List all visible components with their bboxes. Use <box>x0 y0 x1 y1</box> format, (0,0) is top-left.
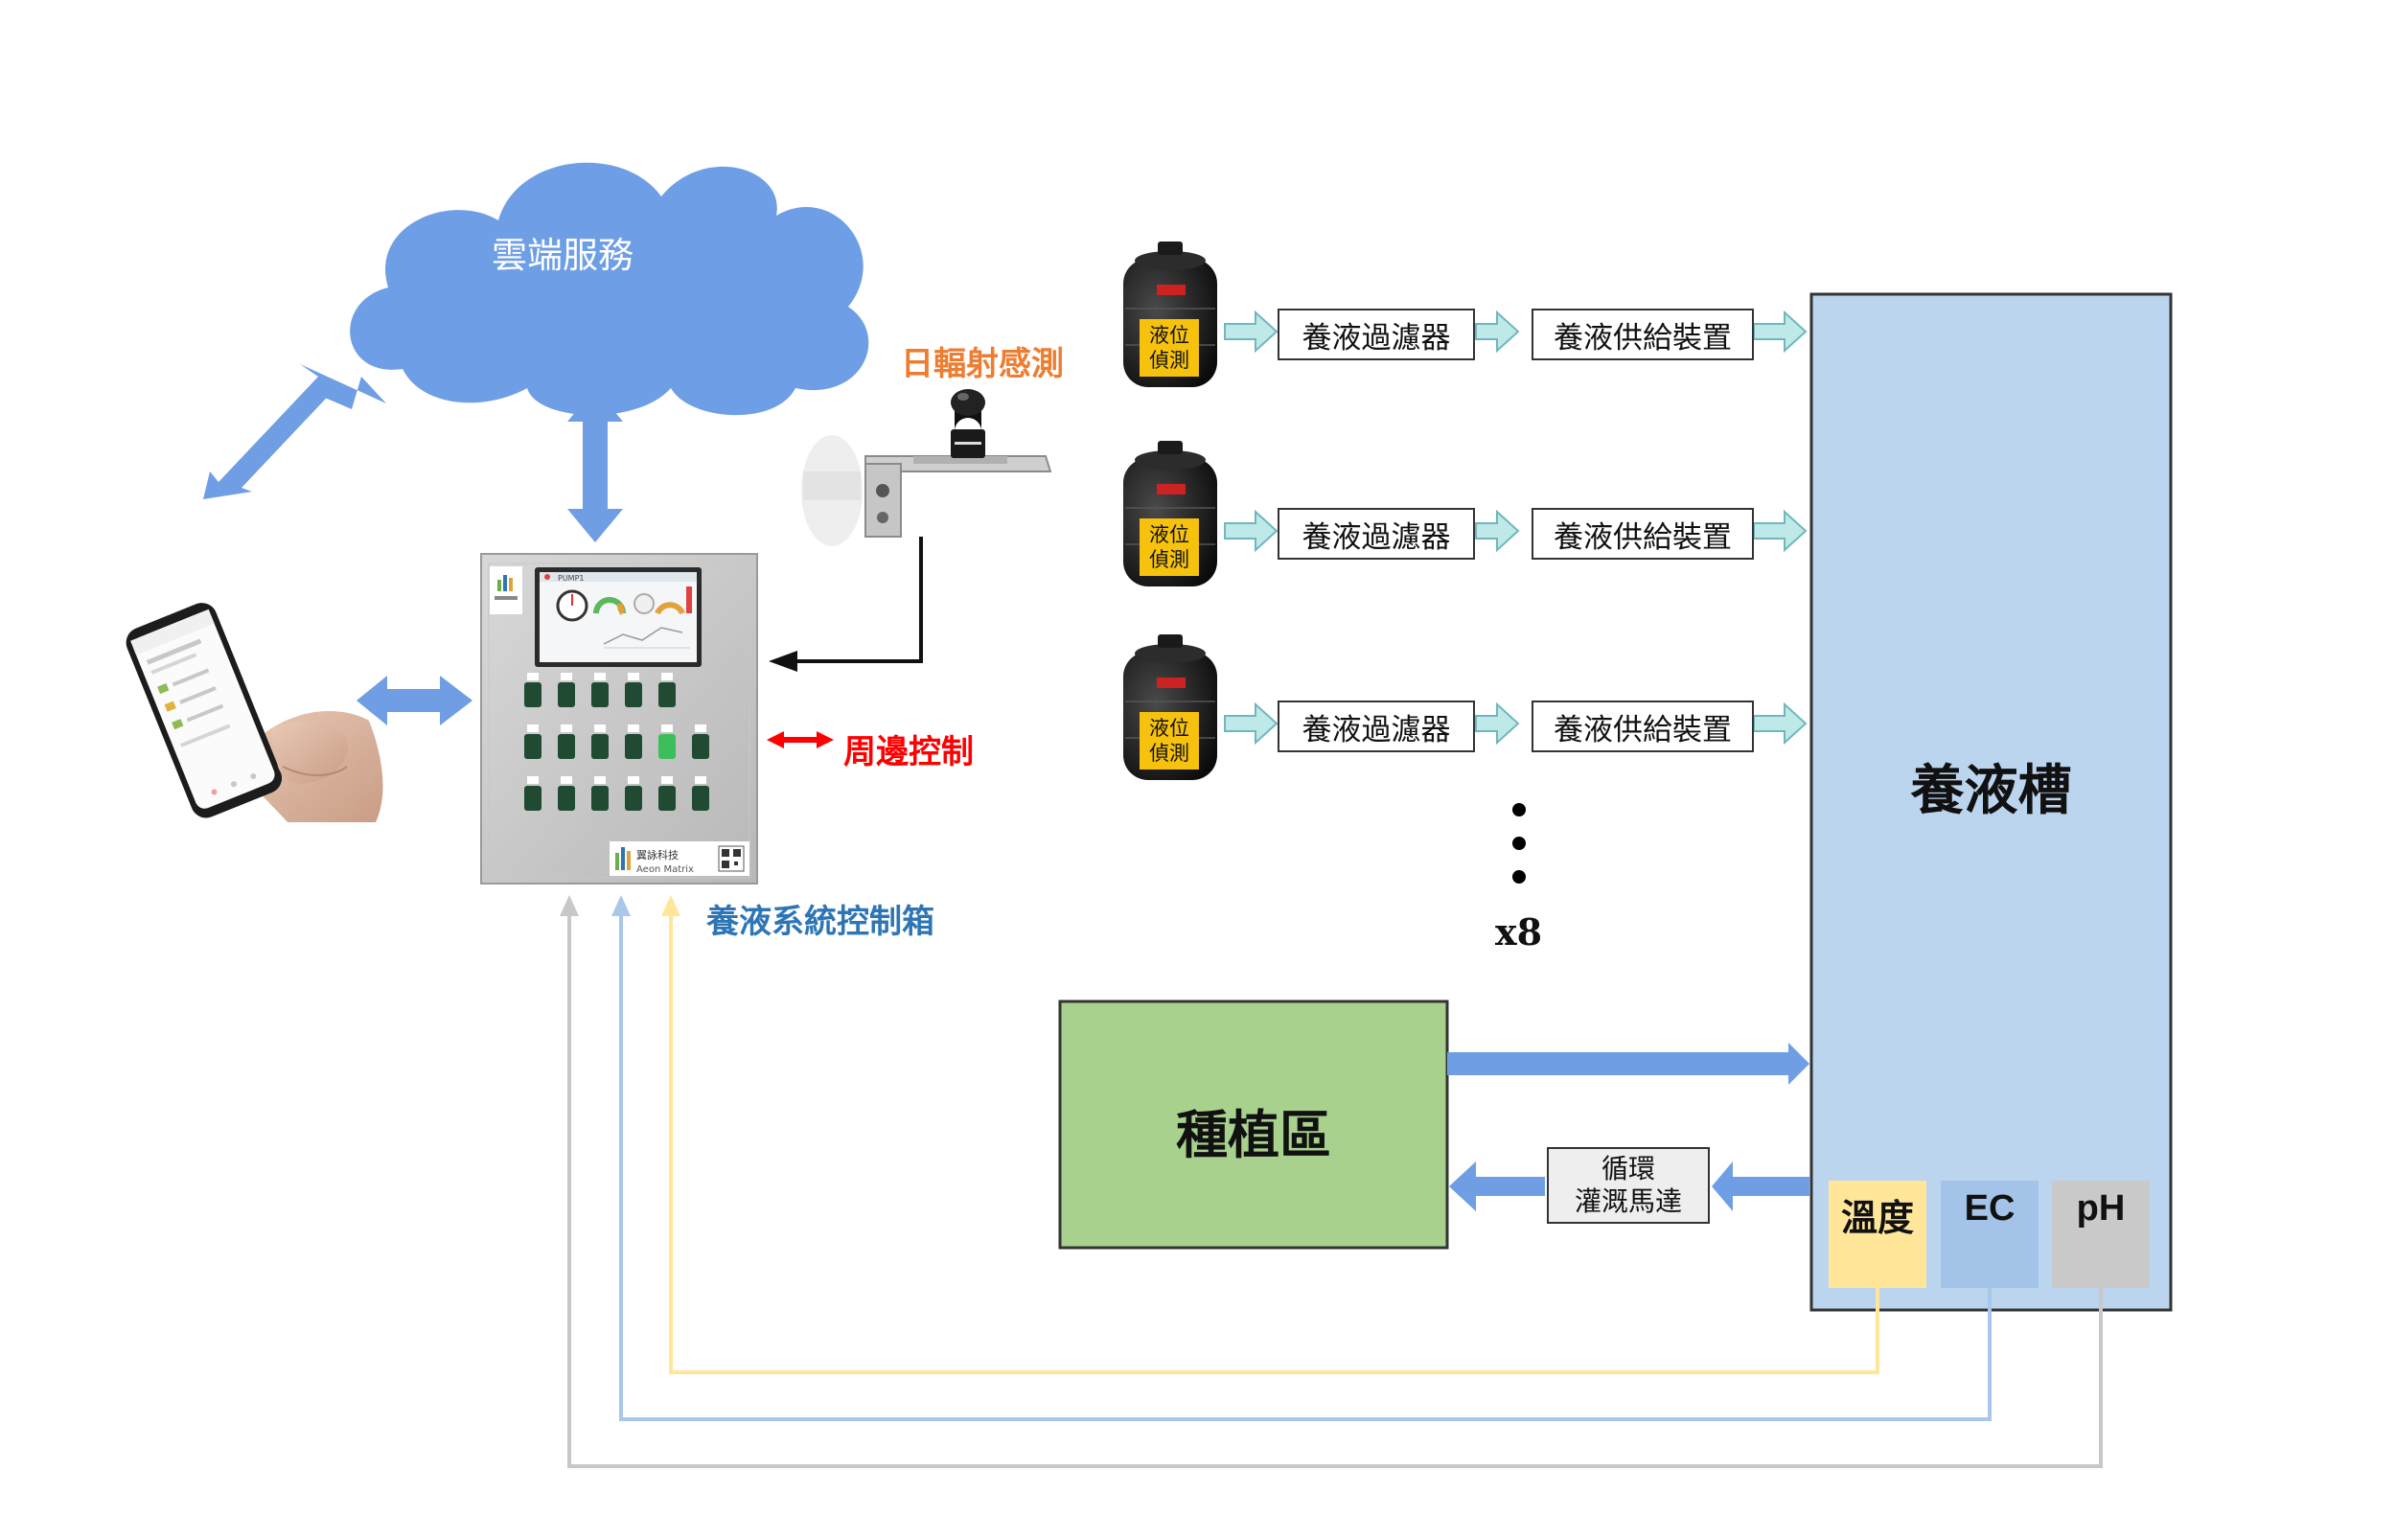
smartphone-hand-icon <box>126 603 383 822</box>
repeat-count-label: x8 <box>1495 910 1543 954</box>
flow-arrows-row-2 <box>1224 509 1808 553</box>
tank-to-pump-arrow <box>1712 1161 1809 1211</box>
ec-label: EC <box>1964 1188 2016 1229</box>
water-tank-icon <box>1123 241 1217 387</box>
pump-to-planting-arrow <box>1449 1161 1545 1211</box>
filter-box: 養液過濾器 <box>1278 508 1475 560</box>
water-tank-icon <box>1123 441 1217 586</box>
temperature-sensor-box <box>1829 1181 1926 1288</box>
flow-arrows-row-1 <box>1224 310 1808 354</box>
cloud-phone-arrow <box>203 364 386 499</box>
tank-level-label: 液位偵測 <box>1149 717 1189 765</box>
cloud-icon <box>350 162 869 416</box>
ec-sensor-box <box>1941 1181 2039 1288</box>
screen-title: PUMP1 <box>558 574 585 583</box>
ph-feedback-line <box>560 895 2103 1468</box>
sensor-wire-arrow <box>769 537 923 672</box>
control-switch-row <box>524 724 709 759</box>
tank-level-label: 液位偵測 <box>1149 324 1189 372</box>
filter-box: 養液過濾器 <box>1278 701 1475 752</box>
supply-device-box: 養液供給裝置 <box>1532 701 1754 752</box>
water-tank-icon <box>1123 634 1217 780</box>
flow-arrows-row-3 <box>1224 701 1808 746</box>
brand-cn: 翼詠科技 <box>636 848 679 862</box>
phone-box-arrow <box>357 676 472 725</box>
cloud-label: 雲端服務 <box>492 235 634 276</box>
pump-line2: 灌溉馬達 <box>1574 1185 1682 1217</box>
temperature-label: 溫度 <box>1840 1196 1914 1239</box>
ellipsis-dots <box>1512 803 1526 884</box>
tank-level-label: 液位偵測 <box>1149 523 1189 571</box>
pyranometer-icon <box>801 389 1052 546</box>
pump-line1: 循環 <box>1601 1153 1655 1184</box>
planting-area-box <box>1058 1000 1449 1250</box>
supply-device-box: 養液供給裝置 <box>1532 309 1754 360</box>
filter-box: 養液過濾器 <box>1278 309 1475 360</box>
supply-device-box: 養液供給裝置 <box>1532 508 1754 560</box>
ph-label: pH <box>2076 1188 2126 1229</box>
temperature-feedback-line <box>661 895 1879 1374</box>
solar-sensor-label: 日輻射感測 <box>901 345 1064 383</box>
peripheral-control-label: 周邊控制 <box>843 733 974 771</box>
control-switch-row <box>524 673 676 707</box>
circulation-pump-box: 循環 灌溉馬達 <box>1547 1147 1710 1224</box>
brand-en: Aeon Matrix <box>636 864 694 875</box>
control-box-label: 養液系統控制箱 <box>706 903 934 941</box>
control-switch-row <box>524 776 709 811</box>
control-box-image: PUMP1 <box>480 553 758 885</box>
planting-area-label: 種植區 <box>1176 1104 1331 1165</box>
cloud-box-arrow <box>567 388 623 542</box>
nutrient-tank-label: 養液槽 <box>1910 759 2072 822</box>
ph-sensor-box <box>2052 1181 2150 1288</box>
planting-to-tank-arrow <box>1447 1043 1809 1085</box>
ec-feedback-line <box>611 895 1992 1421</box>
nutrient-tank-box <box>1809 292 2173 1312</box>
peripheral-arrow <box>767 731 834 748</box>
